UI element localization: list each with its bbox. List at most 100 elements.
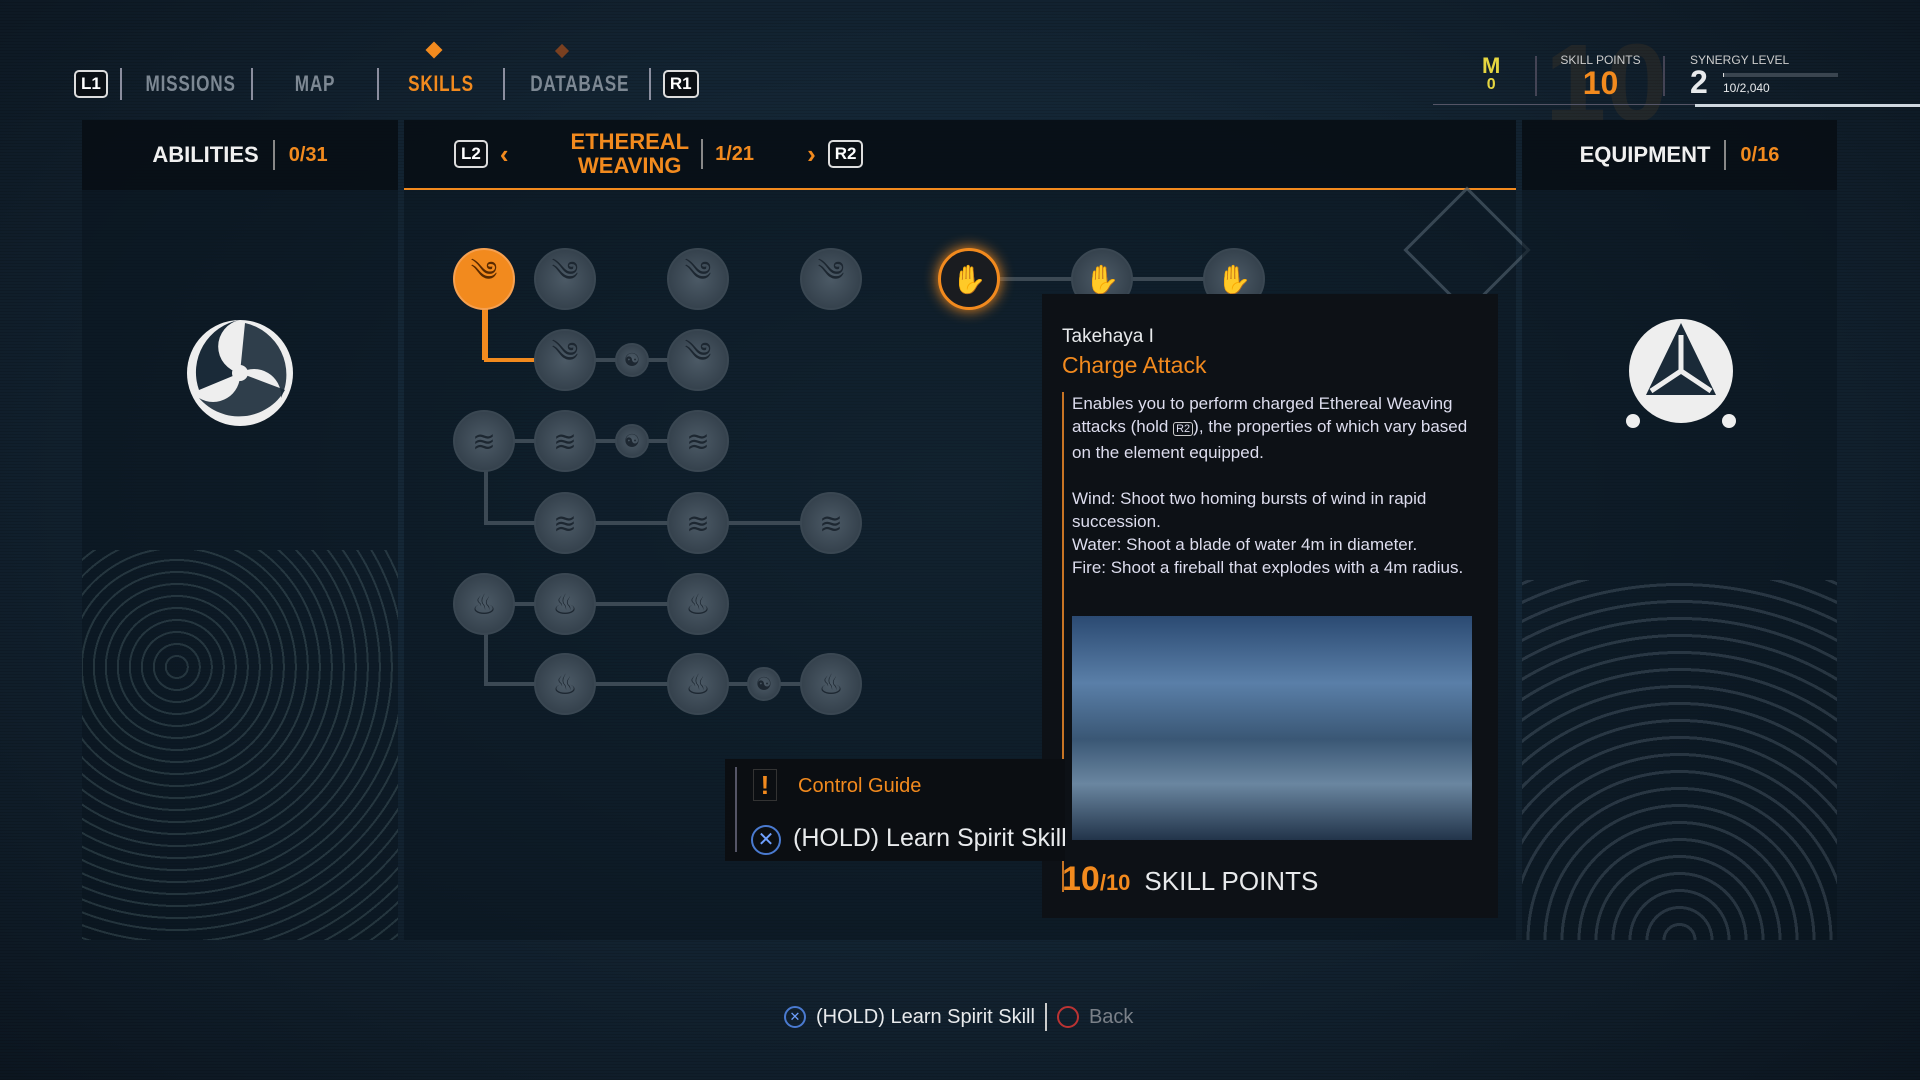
skill-node-fire[interactable]: ♨: [667, 573, 729, 635]
currency-value: 0: [1486, 76, 1496, 93]
divider: [1695, 104, 1920, 107]
prev-arrow-icon[interactable]: ‹: [499, 138, 509, 169]
tree-connector: [484, 521, 831, 525]
tomoe-emblem-icon: [187, 320, 293, 426]
r2-button[interactable]: R2: [827, 140, 864, 168]
abilities-label: ABILITIES: [152, 142, 259, 167]
skill-node-wind[interactable]: ༄: [534, 329, 596, 391]
tree-connector: [484, 604, 488, 684]
divider: [119, 68, 122, 100]
accent-line: [1062, 392, 1064, 892]
charge-hand-icon: ✋: [1084, 263, 1120, 295]
tree-connector: [484, 279, 488, 360]
l1-button[interactable]: L1: [74, 70, 108, 98]
l2-button[interactable]: L2: [454, 140, 488, 168]
divider: [1535, 56, 1537, 96]
currency-icon: M: [1482, 53, 1501, 78]
yin-yang-icon: ☯: [755, 673, 773, 694]
tab-missions[interactable]: MISSIONS: [145, 71, 236, 96]
divider: [250, 68, 253, 100]
control-guide-action[interactable]: (HOLD) Learn Spirit Skill: [793, 824, 1067, 852]
abilities-header[interactable]: ABILITIES 0/31: [82, 120, 398, 190]
wind-icon: ༄: [817, 255, 845, 287]
top-nav: L1 MISSIONS MAP SKILLS DATABASE R1: [74, 66, 699, 102]
back-prompt[interactable]: Back: [1088, 1005, 1134, 1028]
skill-title: Charge Attack: [1062, 352, 1207, 378]
skill-node-water[interactable]: ≋: [534, 410, 596, 472]
tab-skills[interactable]: SKILLS: [407, 71, 474, 96]
fire-icon: ♨: [685, 588, 711, 620]
water-icon: ≋: [553, 425, 577, 457]
skill-node-water[interactable]: ≋: [667, 410, 729, 472]
pattern-decoration: [82, 550, 398, 940]
tree-count: 1/21: [715, 142, 755, 165]
divider: [648, 68, 651, 100]
divider: [1433, 104, 1920, 105]
equipment-label: EQUIPMENT: [1579, 142, 1711, 167]
skill-tooltip: Takehaya I Charge Attack Enables you to …: [1042, 294, 1498, 918]
skill-node-yin-yang[interactable]: ☯: [747, 667, 781, 701]
water-icon: ≋: [686, 425, 710, 457]
skill-node-charge-hand[interactable]: ✋: [938, 248, 1000, 310]
skill-cost: 10/10 SKILL POINTS: [1062, 860, 1319, 898]
control-guide-title: Control Guide: [798, 775, 922, 797]
skill-node-wind[interactable]: ༄: [534, 248, 596, 310]
skill-node-wind[interactable]: ༄: [667, 248, 729, 310]
skill-node-water[interactable]: ≋: [667, 492, 729, 554]
skill-node-fire[interactable]: ♨: [453, 573, 515, 635]
fire-icon: ♨: [552, 588, 578, 620]
skill-node-fire[interactable]: ♨: [534, 653, 596, 715]
skill-node-water[interactable]: ≋: [453, 410, 515, 472]
tree-connector: [484, 441, 488, 523]
wind-icon: ༄: [470, 255, 498, 287]
skill-node-fire[interactable]: ♨: [800, 653, 862, 715]
skill-node-fire[interactable]: ♨: [534, 573, 596, 635]
fire-icon: ♨: [818, 668, 844, 700]
tab-map[interactable]: MAP: [294, 71, 336, 96]
synergy-progress-text: 10/2,040: [1723, 81, 1770, 95]
control-guide: ! Control Guide ✕ (HOLD) Learn Spirit Sk…: [725, 759, 1067, 861]
tab-database[interactable]: DATABASE: [530, 71, 630, 96]
water-icon: ≋: [686, 507, 710, 539]
synergy-level: SYNERGY LEVEL 2 10/2,040: [1690, 53, 1838, 98]
footer-prompts: ✕ (HOLD) Learn Spirit Skill Back: [784, 1003, 1133, 1031]
skill-description: Enables you to perform charged Ethereal …: [1072, 394, 1468, 577]
learn-skill-prompt[interactable]: (HOLD) Learn Spirit Skill: [816, 1005, 1035, 1028]
water-icon: ≋: [472, 425, 496, 457]
skill-node-water[interactable]: ≋: [534, 492, 596, 554]
wind-icon: ༄: [551, 255, 579, 287]
charge-hand-icon: ✋: [951, 263, 987, 295]
next-arrow-icon[interactable]: ›: [807, 138, 816, 169]
wind-icon: ༄: [551, 336, 579, 368]
skill-node-wind[interactable]: ༄: [800, 248, 862, 310]
skill-node-wind[interactable]: ༄: [667, 329, 729, 391]
synergy-label: SYNERGY LEVEL: [1690, 53, 1790, 67]
r1-button[interactable]: R1: [662, 70, 699, 98]
water-icon: ≋: [819, 507, 843, 539]
yin-yang-icon: ☯: [623, 430, 641, 451]
cross-button-icon: ✕: [751, 825, 781, 855]
fire-icon: ♨: [552, 668, 578, 700]
r2-button-icon: R2: [1173, 422, 1194, 436]
charge-hand-icon: ✋: [1216, 263, 1252, 295]
skill-points: SKILL POINTS 10: [1558, 53, 1643, 99]
equipment-header[interactable]: EQUIPMENT 0/16: [1522, 120, 1837, 190]
currency: M 0: [1482, 53, 1501, 94]
equipment-panel: EQUIPMENT 0/16: [1522, 120, 1837, 940]
abilities-panel: ABILITIES 0/31: [82, 120, 398, 940]
equipment-emblem-icon: [1626, 319, 1736, 428]
skill-name: Takehaya I: [1062, 326, 1154, 347]
skill-node-wind[interactable]: ༄: [453, 248, 515, 310]
divider: [502, 68, 505, 100]
tree-connector: [484, 682, 831, 686]
skill-node-water[interactable]: ≋: [800, 492, 862, 554]
fire-icon: ♨: [685, 668, 711, 700]
skill-node-yin-yang[interactable]: ☯: [615, 424, 649, 458]
skill-node-yin-yang[interactable]: ☯: [615, 343, 649, 377]
skill-node-fire[interactable]: ♨: [667, 653, 729, 715]
divider: [376, 68, 379, 100]
wave-pattern-decoration: [1522, 580, 1837, 940]
